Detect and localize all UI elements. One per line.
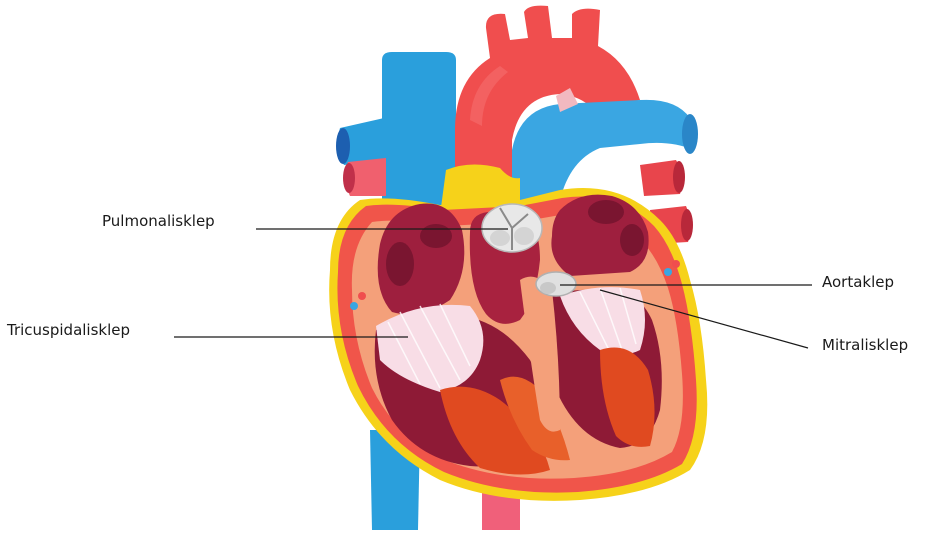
right-red-stub-2-end <box>681 209 693 241</box>
label-pulmonalisklep: Pulmonalisklep <box>102 212 215 230</box>
right-atrium-shadow <box>386 242 414 286</box>
left-blue-stub-end <box>336 128 350 164</box>
right-red-stub-1-end <box>673 161 685 193</box>
coronary-right-1 <box>664 268 672 276</box>
left-atrium-shadow-2 <box>620 224 644 256</box>
label-mitralisklep: Mitralisklep <box>822 336 908 354</box>
pulmonary-valve <box>482 204 542 252</box>
coronary-right-2 <box>672 260 680 268</box>
label-tricuspidalisklep: Tricuspidalisklep <box>7 321 130 339</box>
coronary-left-1 <box>350 302 358 310</box>
coronary-left-2 <box>358 292 366 300</box>
left-atrium-shadow <box>588 200 624 224</box>
pulmonary-artery-end <box>682 114 698 154</box>
right-atrium-shadow-2 <box>420 224 452 248</box>
label-aortaklep: Aortaklep <box>822 273 894 291</box>
aortic-valve <box>536 272 576 296</box>
left-red-stub-end <box>343 163 355 193</box>
